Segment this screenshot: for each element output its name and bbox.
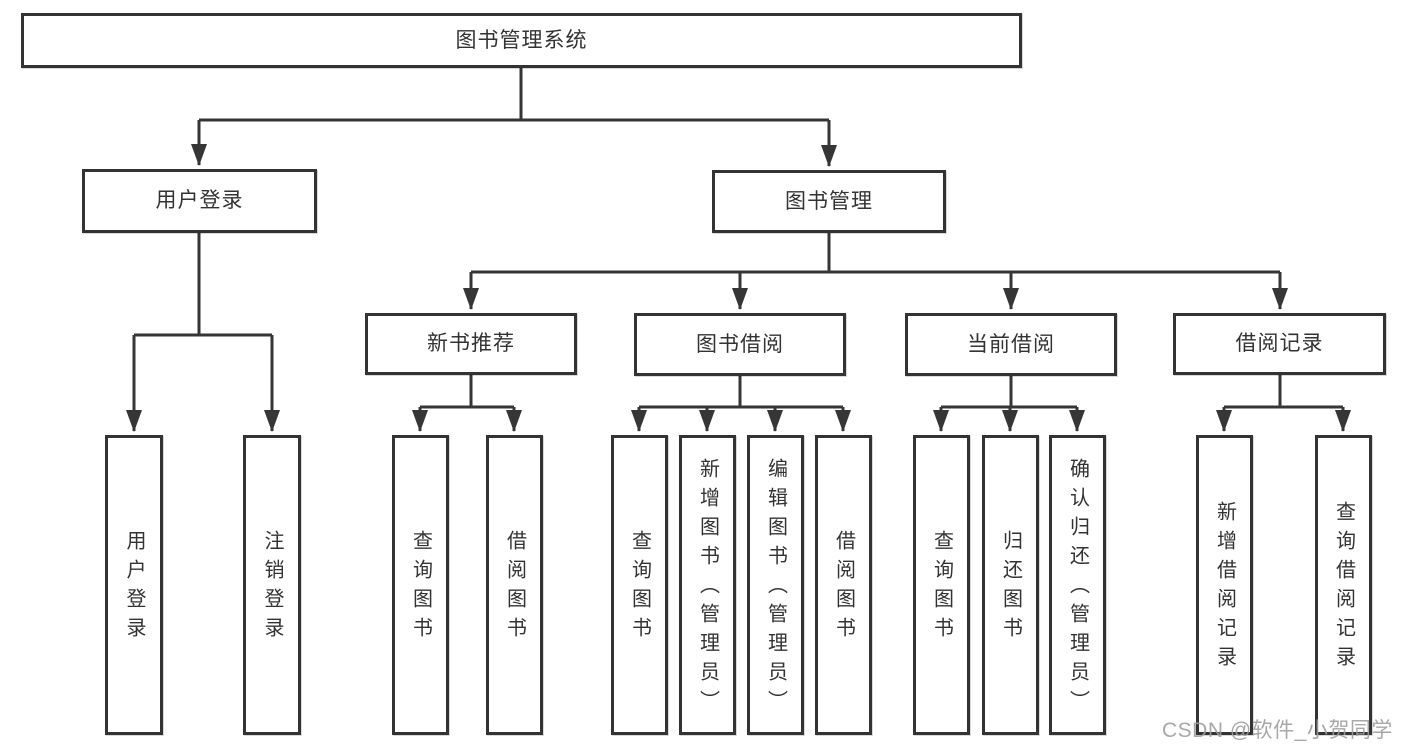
node-book-borrowing: 图书借阅 — [634, 313, 846, 376]
leaf-query-books-current: 查询图书 — [913, 435, 970, 735]
connector-book-borrow-trunk — [639, 376, 843, 409]
watermark-text: CSDN @软件_小贺同学 — [1162, 719, 1393, 742]
node-borrowing-records: 借阅记录 — [1173, 313, 1386, 375]
node-book-management: 图书管理 — [712, 170, 946, 233]
node-user-login: 用户登录 — [82, 169, 317, 233]
leaf-edit-book-admin: 编辑图书（管理员） — [747, 435, 804, 735]
leaf-query-borrow-record: 查询借阅记录 — [1315, 435, 1372, 735]
leaf-add-borrow-record: 新增借阅记录 — [1196, 435, 1253, 735]
leaf-add-book-admin: 新增图书（管理员） — [679, 435, 736, 735]
leaf-logout-login: 注销登录 — [243, 435, 301, 735]
node-new-book-recommend: 新书推荐 — [365, 313, 577, 375]
node-current-borrowing: 当前借阅 — [905, 313, 1117, 376]
leaf-query-books-borrow: 查询图书 — [611, 435, 668, 735]
leaf-return-books: 归还图书 — [982, 435, 1039, 735]
leaf-user-login: 用户登录 — [105, 435, 163, 735]
node-library-system: 图书管理系统 — [21, 13, 1022, 68]
connector-book-management-trunk — [471, 233, 1280, 274]
leaf-borrow-books-borrow: 借阅图书 — [815, 435, 872, 735]
connector-borrow-records-trunk — [1224, 375, 1343, 409]
leaf-borrow-books-newrec: 借阅图书 — [486, 435, 543, 735]
connector-new-book-trunk — [420, 375, 514, 409]
connector-current-borrow-trunk — [941, 376, 1077, 409]
connector-user-login-trunk — [134, 233, 272, 337]
leaf-query-books-newrec: 查询图书 — [392, 435, 449, 735]
connector-root-trunk — [199, 68, 829, 122]
leaf-confirm-return-admin: 确认归还（管理员） — [1049, 435, 1106, 735]
